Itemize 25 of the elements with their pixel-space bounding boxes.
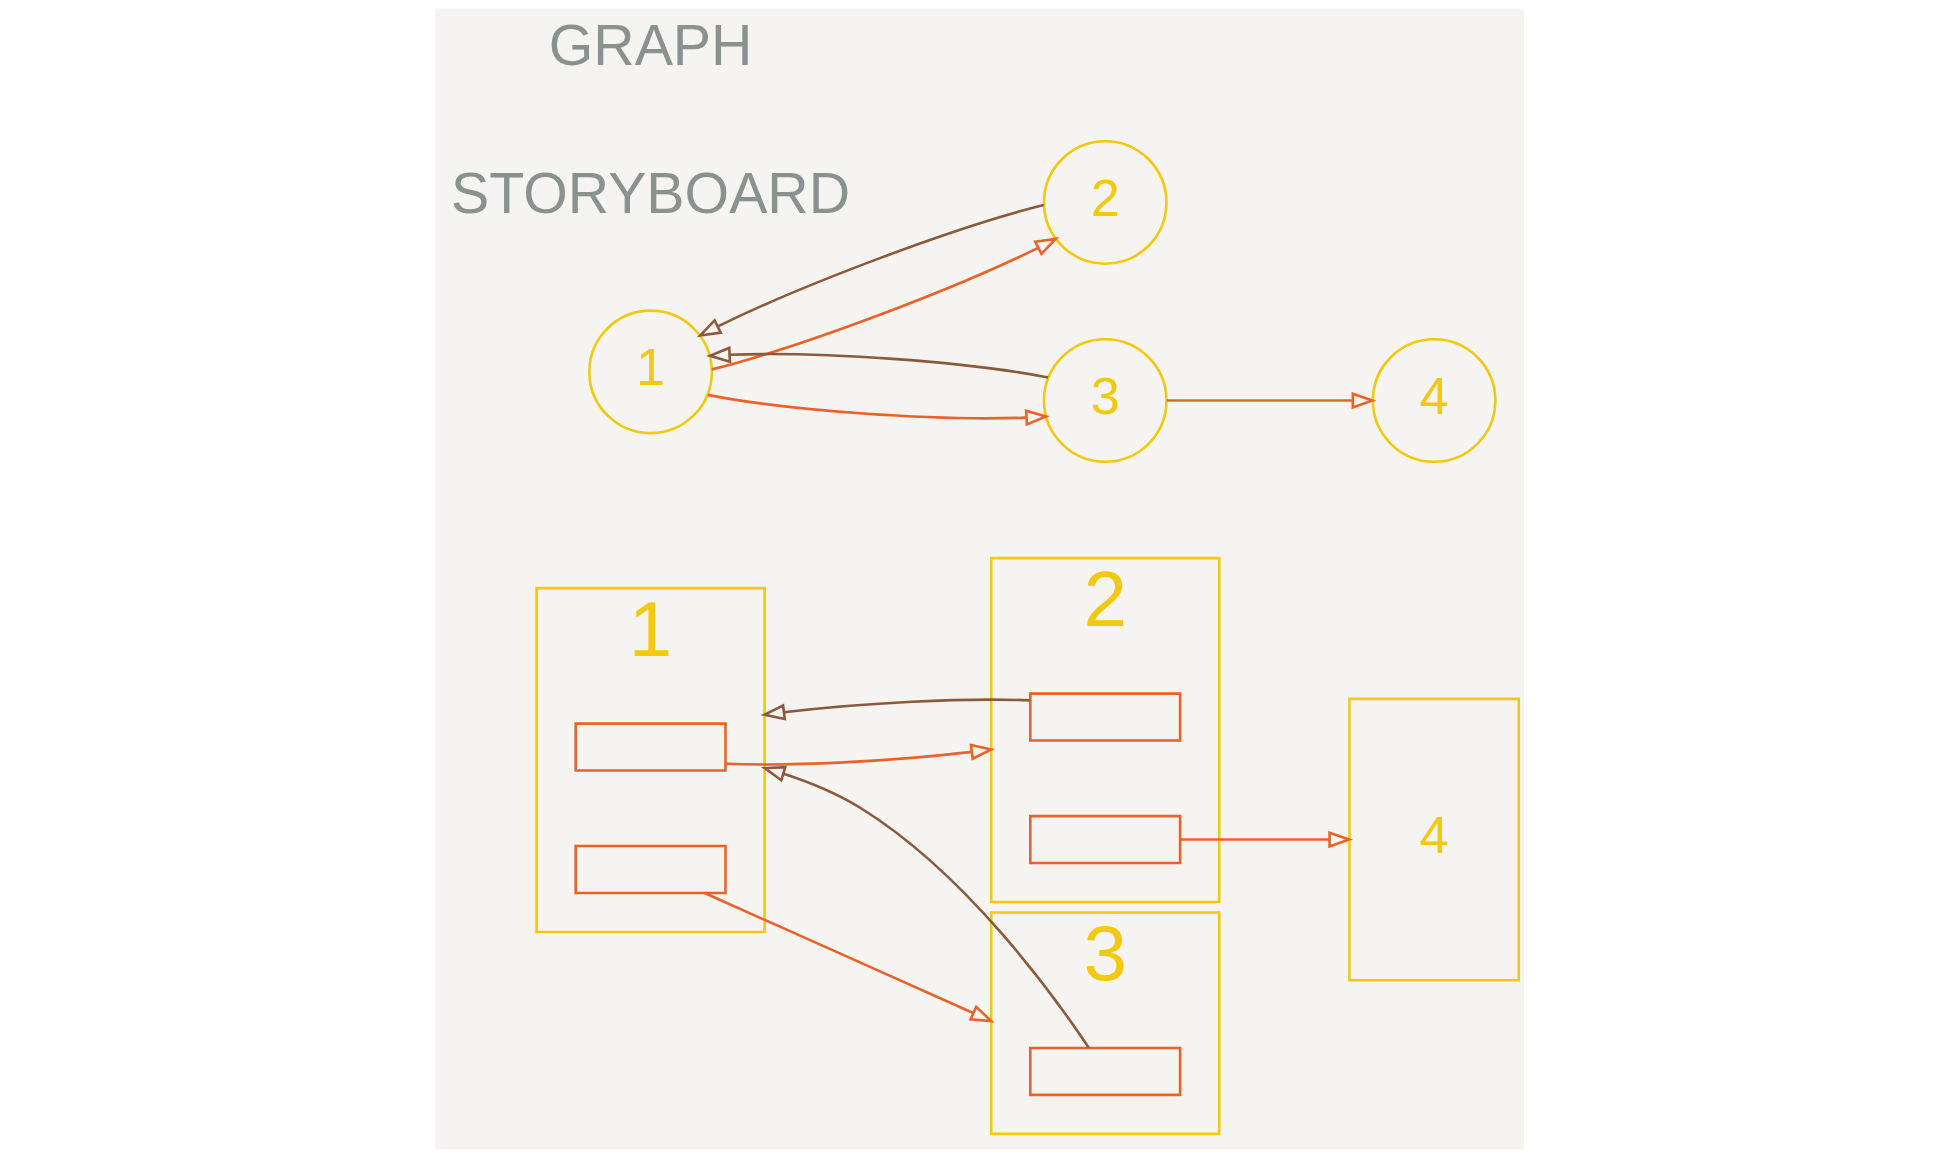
cluster: 1 <box>535 586 766 934</box>
node-circle: 1 <box>588 309 714 435</box>
node-circle: 4 <box>1371 338 1497 464</box>
label: STORYBOARD <box>451 161 851 226</box>
label: GRAPH <box>548 12 753 77</box>
arrow <box>760 765 1090 1049</box>
arrow <box>696 203 1045 338</box>
arrow <box>1166 391 1377 410</box>
arrow <box>725 743 996 766</box>
node-circle: 3 <box>1042 338 1168 464</box>
arrow <box>760 698 1031 721</box>
node-box <box>1029 814 1182 865</box>
cluster: 3 <box>989 911 1221 1136</box>
arrow <box>704 891 995 1023</box>
cluster: 2 <box>989 556 1221 904</box>
node-box <box>574 844 727 895</box>
node-box <box>1029 692 1182 742</box>
arrow <box>706 346 1049 379</box>
arrow <box>711 237 1060 371</box>
arrow <box>1180 830 1354 849</box>
arrow <box>707 393 1050 427</box>
node-box <box>1029 1046 1182 1097</box>
node-circle: 2 <box>1042 140 1168 266</box>
node-box <box>574 722 727 772</box>
node-box: 4 <box>1348 697 1521 982</box>
